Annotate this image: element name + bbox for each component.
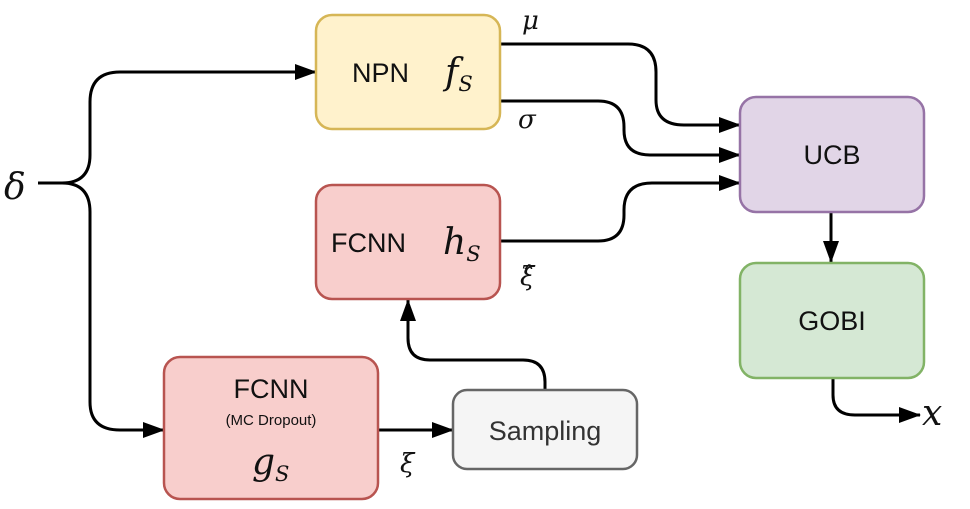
gobi-box bbox=[738, 261, 926, 380]
fcnn-g-label: FCNN bbox=[234, 374, 309, 404]
sampling-box bbox=[451, 388, 639, 471]
fcnn-g-math: gS bbox=[252, 442, 289, 486]
fcnn-g-sublabel: (MC Dropout) bbox=[226, 412, 317, 429]
edge-delta-to-npn bbox=[38, 64, 317, 185]
edge-label-xi-hat: ξ̂ bbox=[520, 262, 536, 292]
node-ucb: UCB bbox=[738, 95, 926, 214]
fcnn-g-box bbox=[162, 355, 380, 501]
input-delta-symbol: δ bbox=[4, 167, 26, 208]
fcnn-g-math-symbol: g bbox=[252, 442, 275, 483]
edge-label-xi: ξ bbox=[400, 449, 416, 479]
edge-delta-to-fcnn-g bbox=[38, 181, 165, 438]
edge-gobi-to-output bbox=[831, 378, 921, 423]
fcnn-h-math-subscript: S bbox=[466, 242, 480, 266]
ucb-box bbox=[738, 95, 926, 214]
npn-box bbox=[314, 13, 502, 131]
fcnn-h-math: hS bbox=[443, 222, 481, 266]
fcnn-g-math-subscript: S bbox=[275, 462, 289, 486]
edge-fcnn-h-to-ucb bbox=[500, 175, 741, 243]
edge-sampling-to-fcnn-h bbox=[400, 299, 547, 390]
fcnn-h-label: FCNN bbox=[331, 228, 406, 258]
output-x-symbol: x bbox=[922, 393, 942, 434]
sampling-label: Sampling bbox=[489, 416, 602, 446]
ucb-label: UCB bbox=[803, 140, 860, 170]
node-fcnn-h: FCNN hS bbox=[314, 183, 502, 301]
npn-math-subscript: S bbox=[458, 72, 472, 96]
npn-label: NPN bbox=[352, 58, 409, 88]
edge-npn-mu-to-ucb bbox=[500, 42, 741, 133]
fcnn-h-box bbox=[314, 183, 502, 301]
fcnn-h-math-symbol: h bbox=[443, 222, 466, 263]
edge-npn-sigma-to-ucb bbox=[500, 99, 741, 163]
node-gobi: GOBI bbox=[738, 261, 926, 380]
node-fcnn-g: FCNN (MC Dropout) gS bbox=[162, 355, 380, 501]
node-sampling: Sampling bbox=[451, 388, 639, 471]
gobi-label: GOBI bbox=[798, 306, 866, 336]
edge-label-mu: μ bbox=[522, 6, 539, 36]
edges bbox=[38, 42, 921, 438]
node-npn: NPN fS bbox=[314, 13, 502, 131]
edge-label-sigma: σ bbox=[518, 105, 537, 135]
